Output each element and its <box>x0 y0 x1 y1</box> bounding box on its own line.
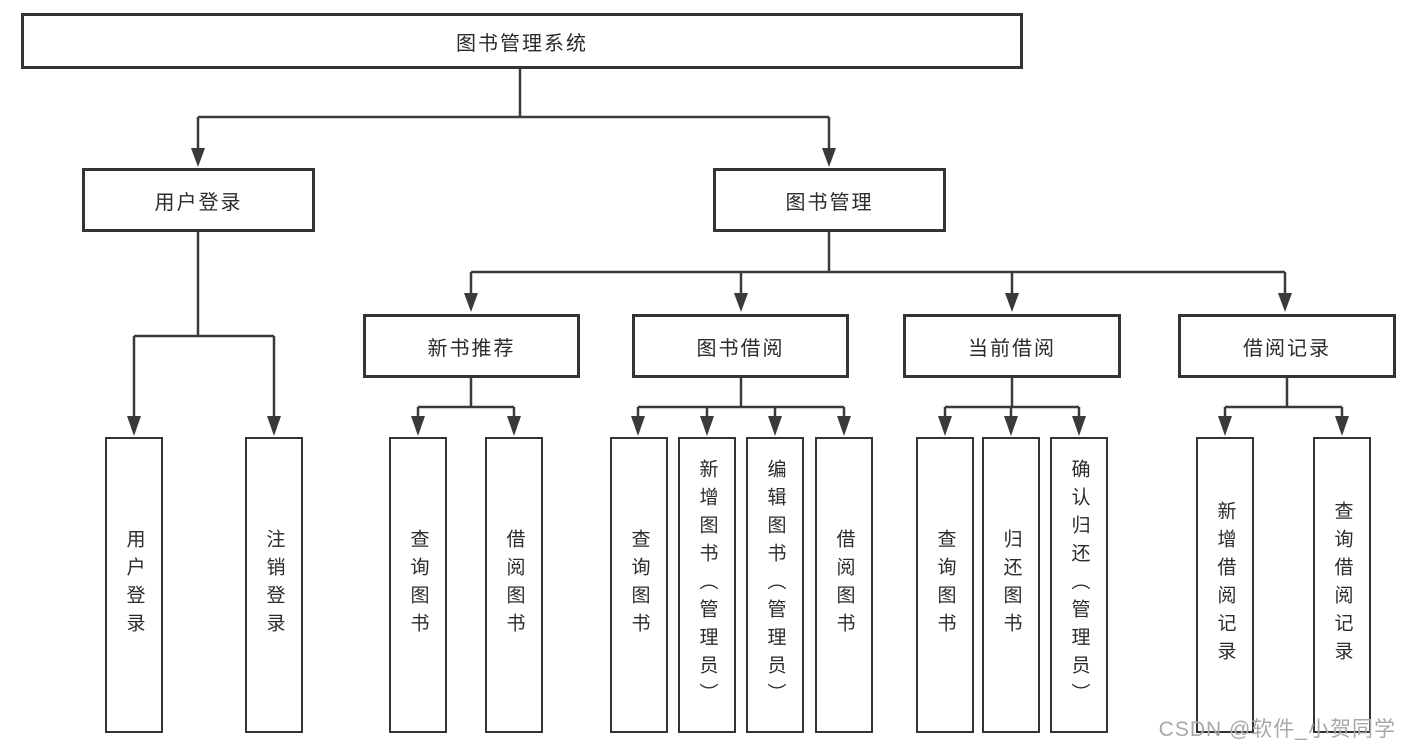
leaf-return-books: 归还图书 <box>982 437 1040 733</box>
leaf-query-books-recommend-label: 查询图书 <box>407 529 429 641</box>
leaf-query-books-current: 查询图书 <box>916 437 974 733</box>
leaf-user-login: 用户登录 <box>105 437 163 733</box>
leaf-confirm-return-admin-label: 确认归还（管理员） <box>1068 459 1090 711</box>
leaf-user-login-label: 用户登录 <box>123 529 145 641</box>
leaf-query-books-borrow: 查询图书 <box>610 437 668 733</box>
leaf-borrow-books-label: 借阅图书 <box>833 529 855 641</box>
arrowheads <box>127 148 1349 436</box>
leaf-query-books-borrow-label: 查询图书 <box>628 529 650 641</box>
leaf-logout-label: 注销登录 <box>263 529 285 641</box>
leaf-borrow-books: 借阅图书 <box>815 437 873 733</box>
leaf-add-books-admin: 新增图书（管理员） <box>678 437 736 733</box>
leaf-confirm-return-admin: 确认归还（管理员） <box>1050 437 1108 733</box>
csdn-watermark: CSDN @软件_小贺同学 <box>1158 718 1396 741</box>
leaf-add-books-admin-label: 新增图书（管理员） <box>696 459 718 711</box>
node-user-login: 用户登录 <box>82 168 315 232</box>
leaf-add-borrow-record: 新增借阅记录 <box>1196 437 1254 733</box>
leaf-query-books-recommend: 查询图书 <box>389 437 447 733</box>
leaf-add-borrow-record-label: 新增借阅记录 <box>1214 501 1236 669</box>
leaf-return-books-label: 归还图书 <box>1000 529 1022 641</box>
leaf-query-books-current-label: 查询图书 <box>934 529 956 641</box>
leaf-edit-books-admin: 编辑图书（管理员） <box>746 437 804 733</box>
leaf-edit-books-admin-label: 编辑图书（管理员） <box>764 459 786 711</box>
node-current-borrow: 当前借阅 <box>903 314 1121 378</box>
leaf-logout: 注销登录 <box>245 437 303 733</box>
leaf-query-borrow-record: 查询借阅记录 <box>1313 437 1371 733</box>
leaf-query-borrow-record-label: 查询借阅记录 <box>1331 501 1353 669</box>
leaf-borrow-books-recommend: 借阅图书 <box>485 437 543 733</box>
node-root-book-management-system: 图书管理系统 <box>21 13 1023 69</box>
node-book-borrow: 图书借阅 <box>632 314 849 378</box>
node-new-book-recommend: 新书推荐 <box>363 314 580 378</box>
leaf-borrow-books-recommend-label: 借阅图书 <box>503 529 525 641</box>
node-borrow-records: 借阅记录 <box>1178 314 1396 378</box>
node-book-management: 图书管理 <box>713 168 946 232</box>
